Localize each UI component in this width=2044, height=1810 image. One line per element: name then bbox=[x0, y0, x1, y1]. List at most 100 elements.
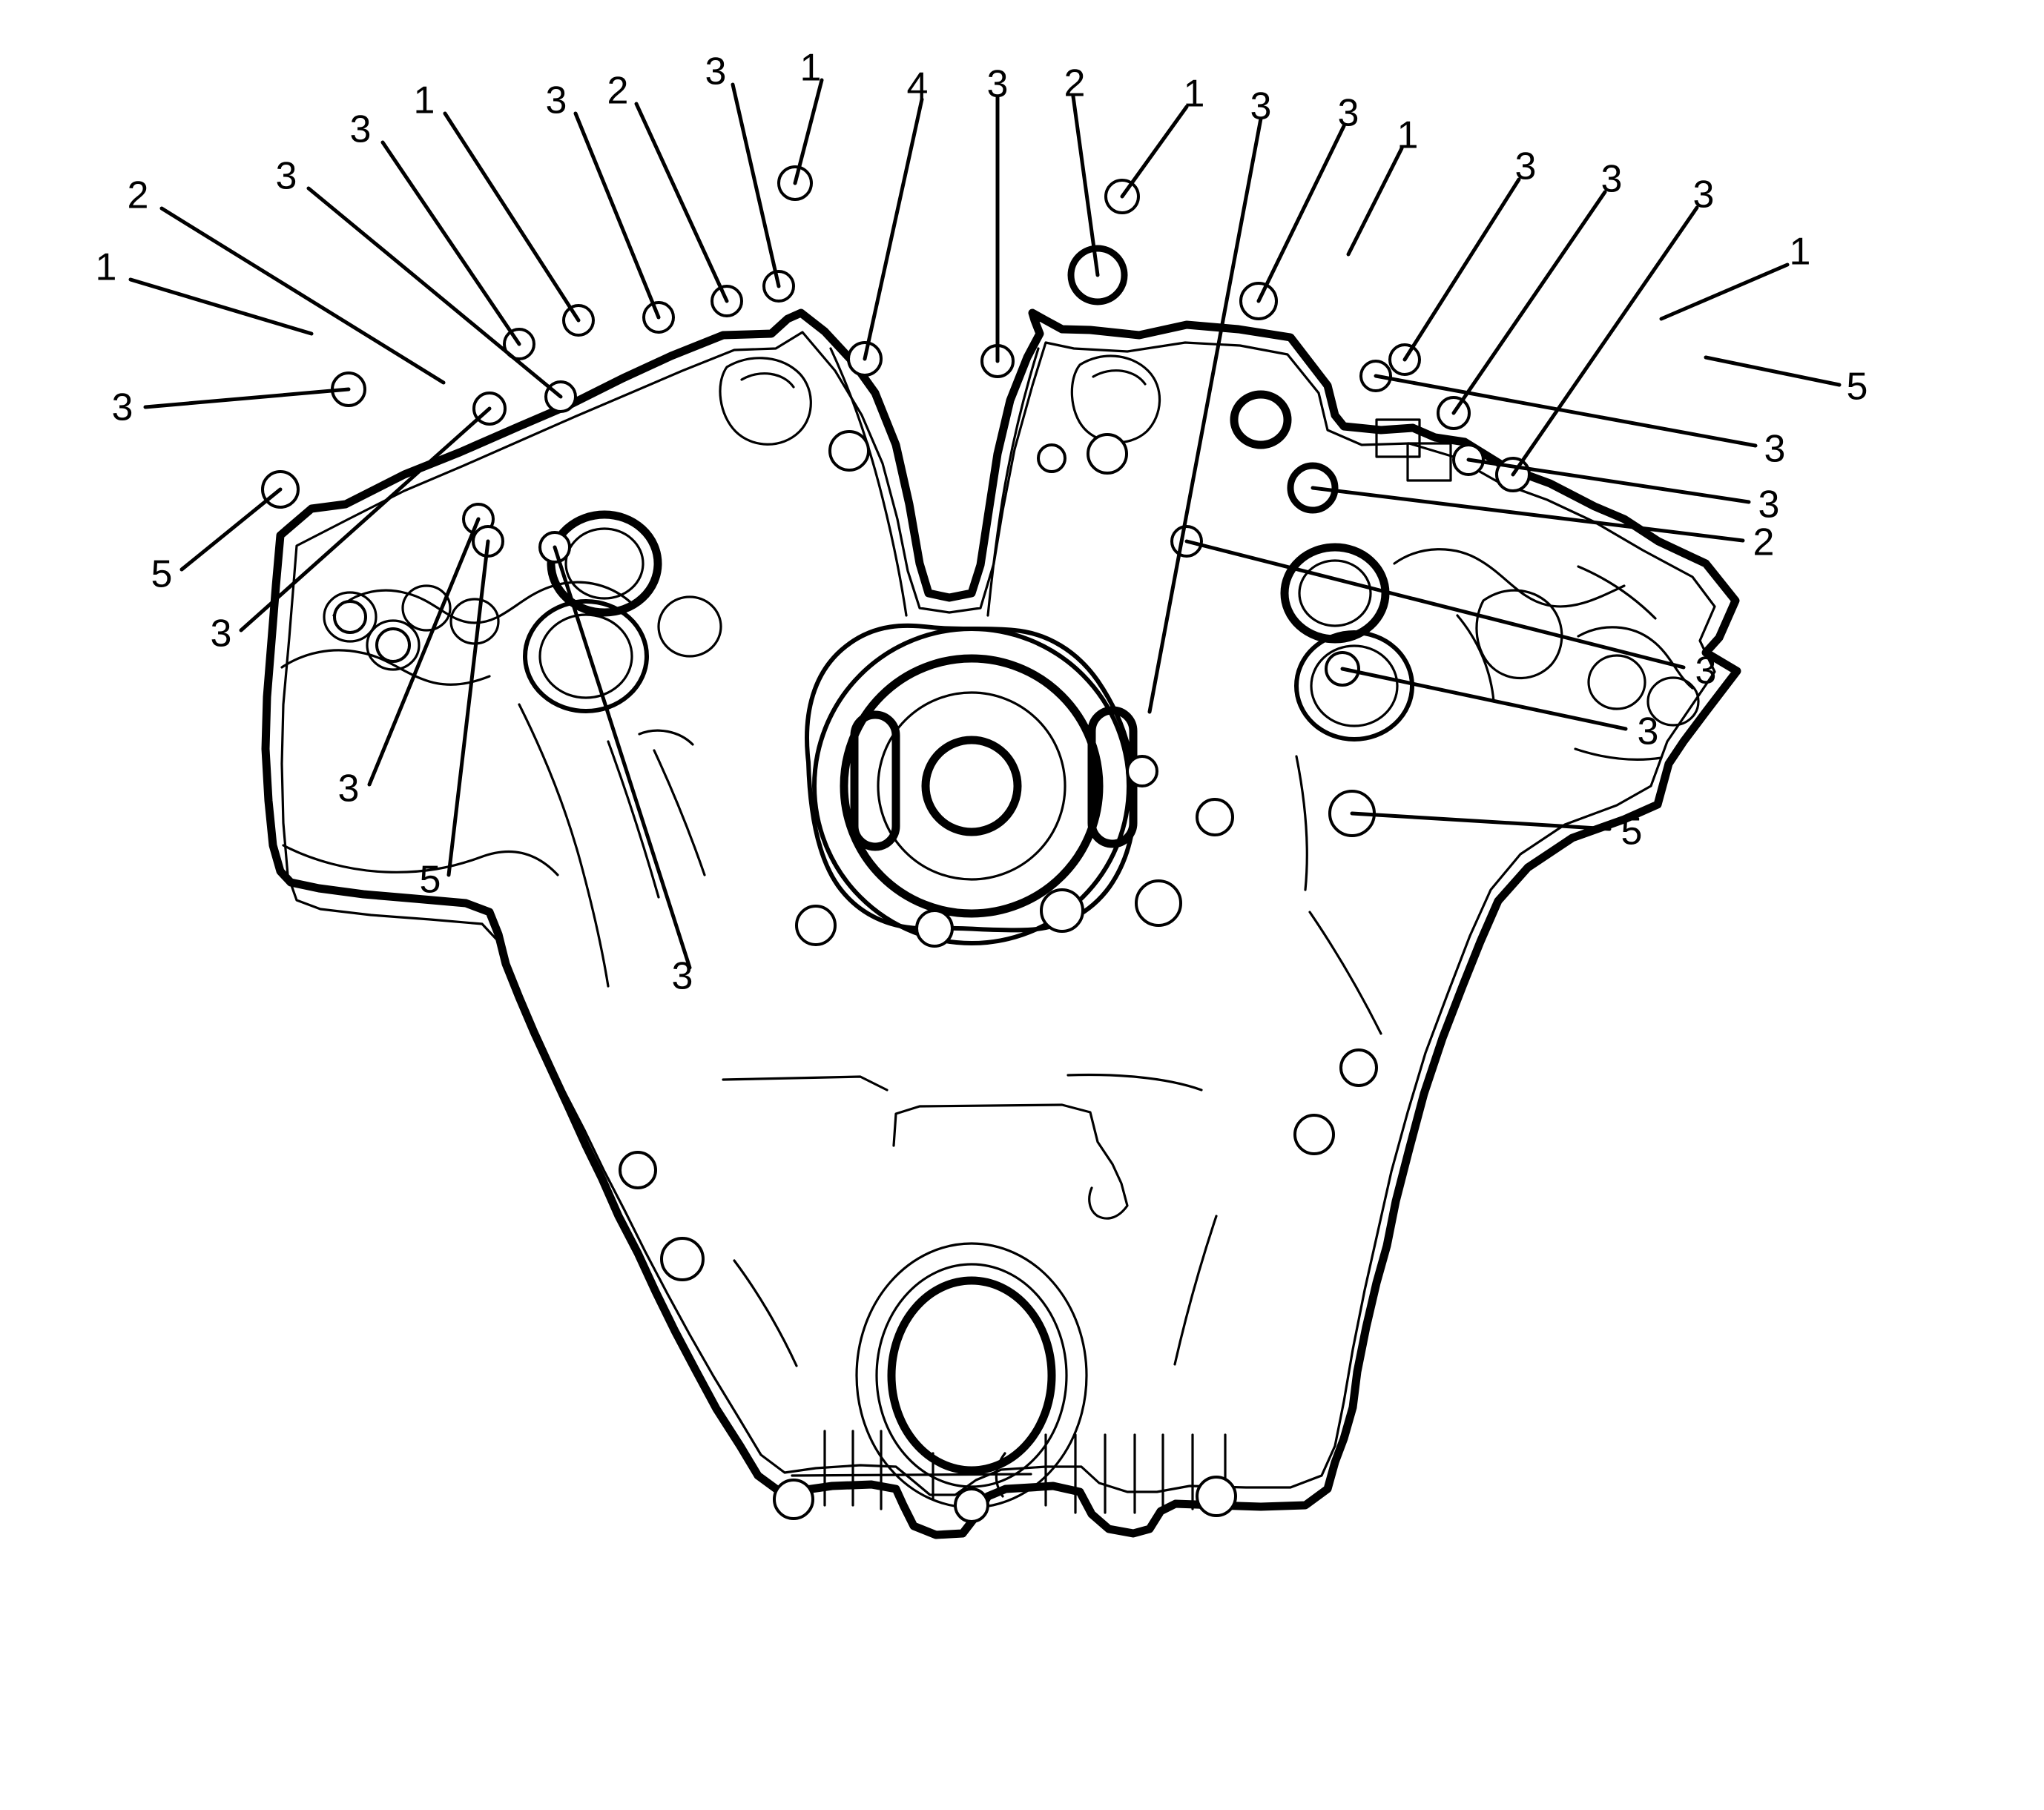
left-bank-web bbox=[653, 749, 706, 876]
left-bank-boss-chain bbox=[332, 581, 632, 624]
callout-label-c05: 1 bbox=[414, 79, 435, 122]
callout-label-c20: 1 bbox=[1790, 231, 1811, 274]
callout-label-c18: 3 bbox=[1601, 158, 1623, 201]
right-bank-boss-chain bbox=[1393, 548, 1626, 608]
engine-front-cover-body bbox=[261, 308, 1741, 1539]
leader-line-c01 bbox=[128, 277, 314, 336]
leader-line-c09 bbox=[793, 78, 824, 185]
leader-line-c05 bbox=[443, 111, 581, 323]
right-bank-cutout bbox=[1475, 589, 1563, 680]
cover-inner-edge bbox=[280, 331, 1716, 1496]
callout-label-c31: 3 bbox=[338, 767, 360, 810]
leader-line-c32 bbox=[446, 539, 490, 877]
leader-line-c07 bbox=[634, 102, 729, 303]
callout-label-c24: 2 bbox=[1753, 521, 1775, 564]
left-bank-top-pocket-inner bbox=[740, 372, 795, 389]
leader-line-c24 bbox=[1311, 486, 1745, 543]
callout-label-c23: 3 bbox=[1758, 483, 1780, 526]
callout-label-c06: 3 bbox=[546, 79, 567, 122]
leader-line-c29 bbox=[179, 487, 283, 572]
leader-line-c13 bbox=[1120, 105, 1189, 199]
kidney-slot-left bbox=[850, 710, 900, 851]
callout-label-c33: 3 bbox=[672, 955, 693, 998]
left-bank-top-pocket bbox=[719, 357, 812, 446]
leader-line-c19 bbox=[1511, 205, 1699, 477]
v-notch-inner-right bbox=[986, 347, 1040, 617]
callout-label-c22: 3 bbox=[1764, 428, 1786, 471]
leader-line-c02 bbox=[159, 206, 446, 385]
leader-line-c28 bbox=[143, 387, 351, 409]
right-ear-lower-web bbox=[1574, 747, 1663, 761]
right-bank-top-pocket-inner bbox=[1092, 369, 1147, 386]
leader-line-c22 bbox=[1374, 374, 1758, 448]
callout-label-c09: 1 bbox=[800, 47, 822, 90]
leader-line-c25 bbox=[1184, 539, 1686, 670]
left-bank-pocket bbox=[638, 729, 694, 746]
left-bank-rib-b bbox=[607, 740, 660, 899]
right-bank-web-a bbox=[1295, 755, 1308, 891]
right-bank-lower-rib bbox=[1308, 911, 1382, 1035]
callout-label-c13: 1 bbox=[1184, 73, 1205, 116]
leader-line-c30 bbox=[239, 406, 492, 632]
callout-label-c07: 2 bbox=[607, 70, 629, 113]
callout-label-c02: 2 bbox=[128, 174, 149, 217]
right-bank-top-pocket bbox=[1070, 354, 1161, 444]
callout-label-c11: 3 bbox=[987, 63, 1009, 106]
callout-label-c27: 5 bbox=[1621, 810, 1643, 853]
callout-label-c32: 5 bbox=[420, 859, 441, 902]
oil-pan-channel bbox=[892, 1103, 1129, 1220]
lower-web-right bbox=[1173, 1215, 1218, 1366]
callout-label-c10: 4 bbox=[907, 65, 929, 108]
leader-line-c15 bbox=[1256, 124, 1346, 303]
right-bank-edge-rib bbox=[1577, 565, 1657, 620]
callout-label-c14: 3 bbox=[1250, 85, 1272, 128]
leader-line-c31 bbox=[367, 517, 481, 787]
callout-label-c04: 3 bbox=[350, 108, 372, 151]
leader-line-c14 bbox=[1147, 116, 1263, 714]
cover-outer-silhouette bbox=[261, 308, 1741, 1539]
oil-pan-rail-top bbox=[722, 1075, 889, 1091]
leader-line-c08 bbox=[731, 82, 781, 288]
callout-label-c21: 5 bbox=[1847, 366, 1868, 409]
right-ear-web bbox=[1577, 626, 1694, 690]
left-flange-web bbox=[280, 649, 491, 686]
callout-label-c16: 1 bbox=[1397, 114, 1419, 157]
lower-web-left bbox=[733, 1259, 798, 1367]
callout-label-c25: 3 bbox=[1695, 650, 1717, 693]
leader-line-c04 bbox=[380, 140, 521, 346]
left-bank-detail bbox=[332, 510, 722, 988]
leader-line-c27 bbox=[1350, 811, 1612, 831]
left-bank-rib-a bbox=[518, 703, 610, 988]
callout-label-c29: 5 bbox=[151, 553, 173, 596]
callout-label-c17: 3 bbox=[1515, 145, 1537, 188]
right-outer-ears bbox=[1574, 626, 1700, 761]
leader-line-c23 bbox=[1466, 458, 1751, 504]
left-lower-flange bbox=[280, 584, 559, 876]
leader-line-c18 bbox=[1451, 190, 1607, 415]
v-notch-inner-left bbox=[829, 347, 908, 617]
callout-label-c30: 3 bbox=[211, 612, 232, 655]
callout-label-c28: 3 bbox=[112, 386, 133, 429]
callout-label-c01: 1 bbox=[96, 246, 117, 289]
leader-line-c03 bbox=[306, 186, 563, 399]
leader-line-c10 bbox=[863, 97, 924, 361]
callout-label-c08: 3 bbox=[705, 50, 727, 93]
upper-v-notch-detail bbox=[719, 347, 1452, 617]
leader-line-c16 bbox=[1346, 146, 1404, 257]
leader-line-c21 bbox=[1704, 355, 1842, 387]
oil-pan-rail-curve bbox=[1066, 1073, 1203, 1091]
leader-line-c17 bbox=[1402, 177, 1521, 362]
callout-label-c12: 2 bbox=[1064, 62, 1086, 105]
leader-line-c33 bbox=[553, 545, 692, 970]
callout-label-c26: 3 bbox=[1638, 710, 1659, 753]
leader-line-group bbox=[128, 78, 1842, 970]
leader-line-c12 bbox=[1071, 94, 1100, 277]
leader-line-c06 bbox=[573, 111, 661, 320]
leader-line-c26 bbox=[1340, 667, 1628, 731]
callout-label-c19: 3 bbox=[1693, 174, 1715, 217]
callout-label-c15: 3 bbox=[1338, 92, 1359, 135]
left-flange-lower-web bbox=[282, 844, 559, 876]
